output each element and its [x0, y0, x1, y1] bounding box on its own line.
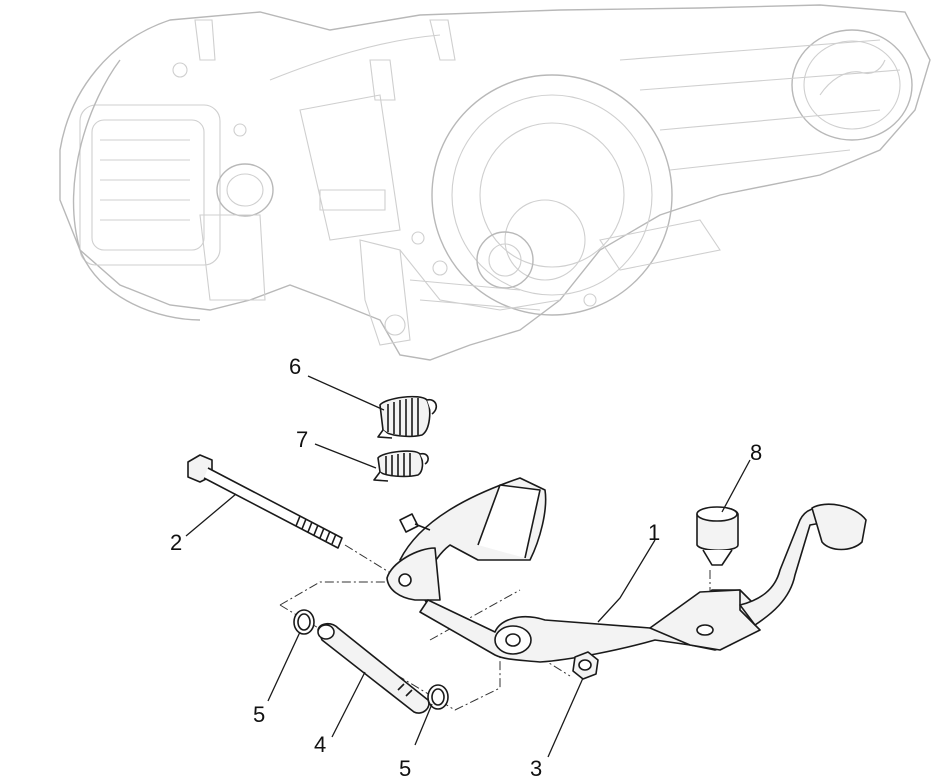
center-stand [386, 477, 867, 663]
pivot-pin [317, 622, 430, 714]
engine-assembly [59, 4, 931, 361]
callouts: 6 7 8 2 1 5 4 5 3 [170, 354, 762, 781]
leader-lines [185, 375, 751, 758]
spring-large [377, 395, 438, 439]
callout-2: 2 [170, 530, 182, 555]
washer-left [293, 609, 315, 635]
callout-7: 7 [296, 427, 308, 452]
spring-small [373, 450, 429, 482]
callout-6: 6 [289, 354, 301, 379]
nut [572, 651, 599, 680]
callout-5-left: 5 [253, 702, 265, 727]
callout-5-right: 5 [399, 756, 411, 781]
rubber-stop [696, 506, 739, 566]
callout-4: 4 [314, 732, 326, 757]
callout-1: 1 [648, 520, 660, 545]
callout-8: 8 [750, 440, 762, 465]
callout-3: 3 [530, 756, 542, 781]
bolt [187, 454, 343, 549]
washer-right [427, 684, 449, 710]
